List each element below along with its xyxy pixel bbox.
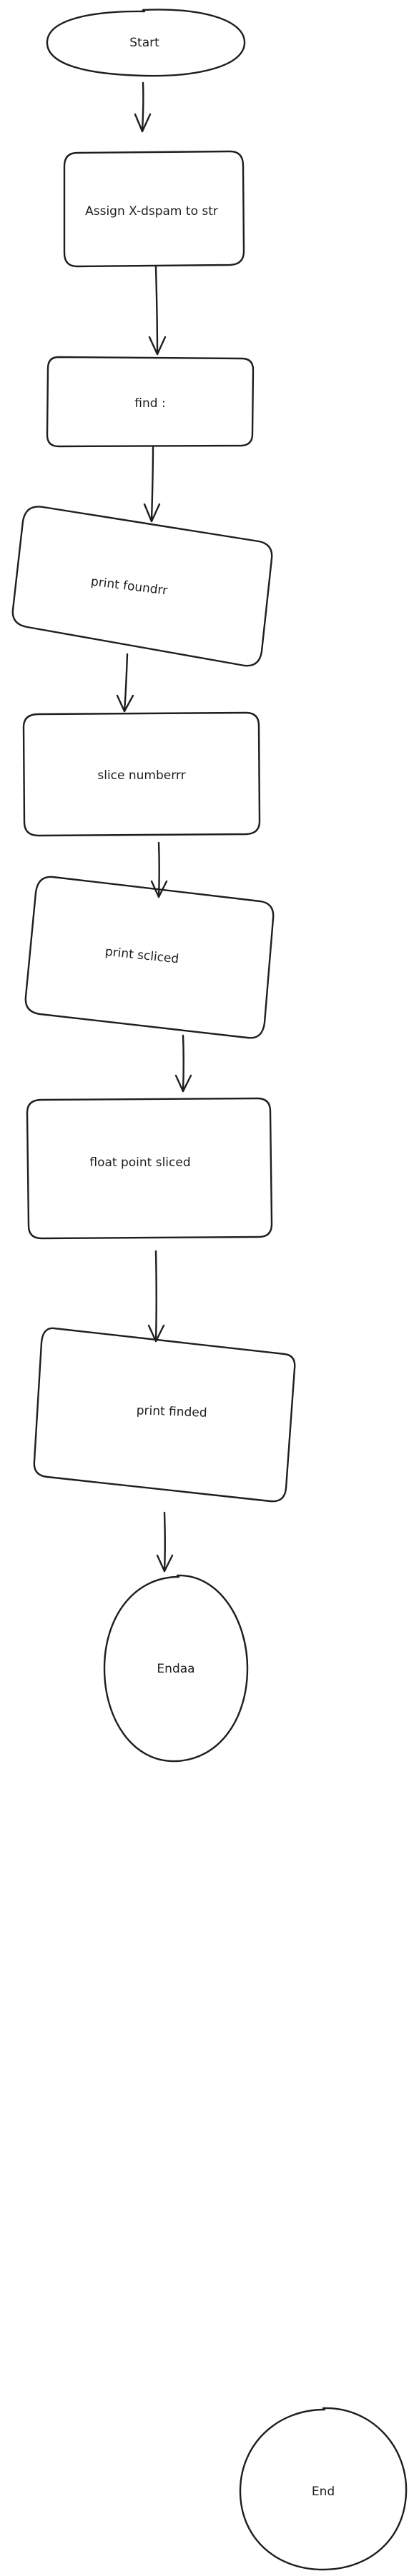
node-print-finded-label: print finded bbox=[136, 1403, 207, 1420]
arrow-find-to-print-found bbox=[143, 446, 161, 523]
arrow-slice-to-print-sliced bbox=[150, 841, 168, 898]
node-slice-label: slice numberrr bbox=[97, 768, 185, 783]
arrow-print-found-to-slice bbox=[116, 653, 134, 713]
node-find-label: find : bbox=[134, 396, 165, 411]
node-start: Start bbox=[46, 9, 246, 77]
node-float: float point sliced bbox=[26, 1097, 273, 1240]
arrow-assign-to-find bbox=[148, 266, 167, 356]
node-slice: slice numberrr bbox=[22, 711, 261, 837]
node-end-label: End bbox=[312, 2485, 335, 2499]
node-find: find : bbox=[46, 356, 255, 448]
node-print-finded: print finded bbox=[33, 1327, 296, 1503]
node-assign: Assign X-dspam to str bbox=[63, 150, 245, 268]
node-end: End bbox=[239, 2407, 408, 2571]
node-print-sliced: print scliced bbox=[24, 876, 275, 1039]
node-print-sliced-label: print scliced bbox=[104, 945, 179, 967]
node-endaa: Endaa bbox=[103, 1574, 249, 1763]
arrow-print-sliced-to-float bbox=[174, 1034, 192, 1093]
node-print-found-label: print foundrr bbox=[90, 575, 168, 598]
node-print-found: print foundrr bbox=[11, 506, 273, 667]
node-assign-label: Assign X-dspam to str bbox=[85, 204, 218, 219]
arrow-float-to-print-finded bbox=[147, 1250, 165, 1343]
node-float-label: float point sliced bbox=[89, 1156, 190, 1170]
arrow-start-to-assign bbox=[134, 81, 152, 133]
node-start-label: Start bbox=[129, 36, 159, 50]
arrow-print-finded-to-endaa bbox=[156, 1511, 174, 1573]
node-endaa-label: Endaa bbox=[157, 1662, 194, 1676]
